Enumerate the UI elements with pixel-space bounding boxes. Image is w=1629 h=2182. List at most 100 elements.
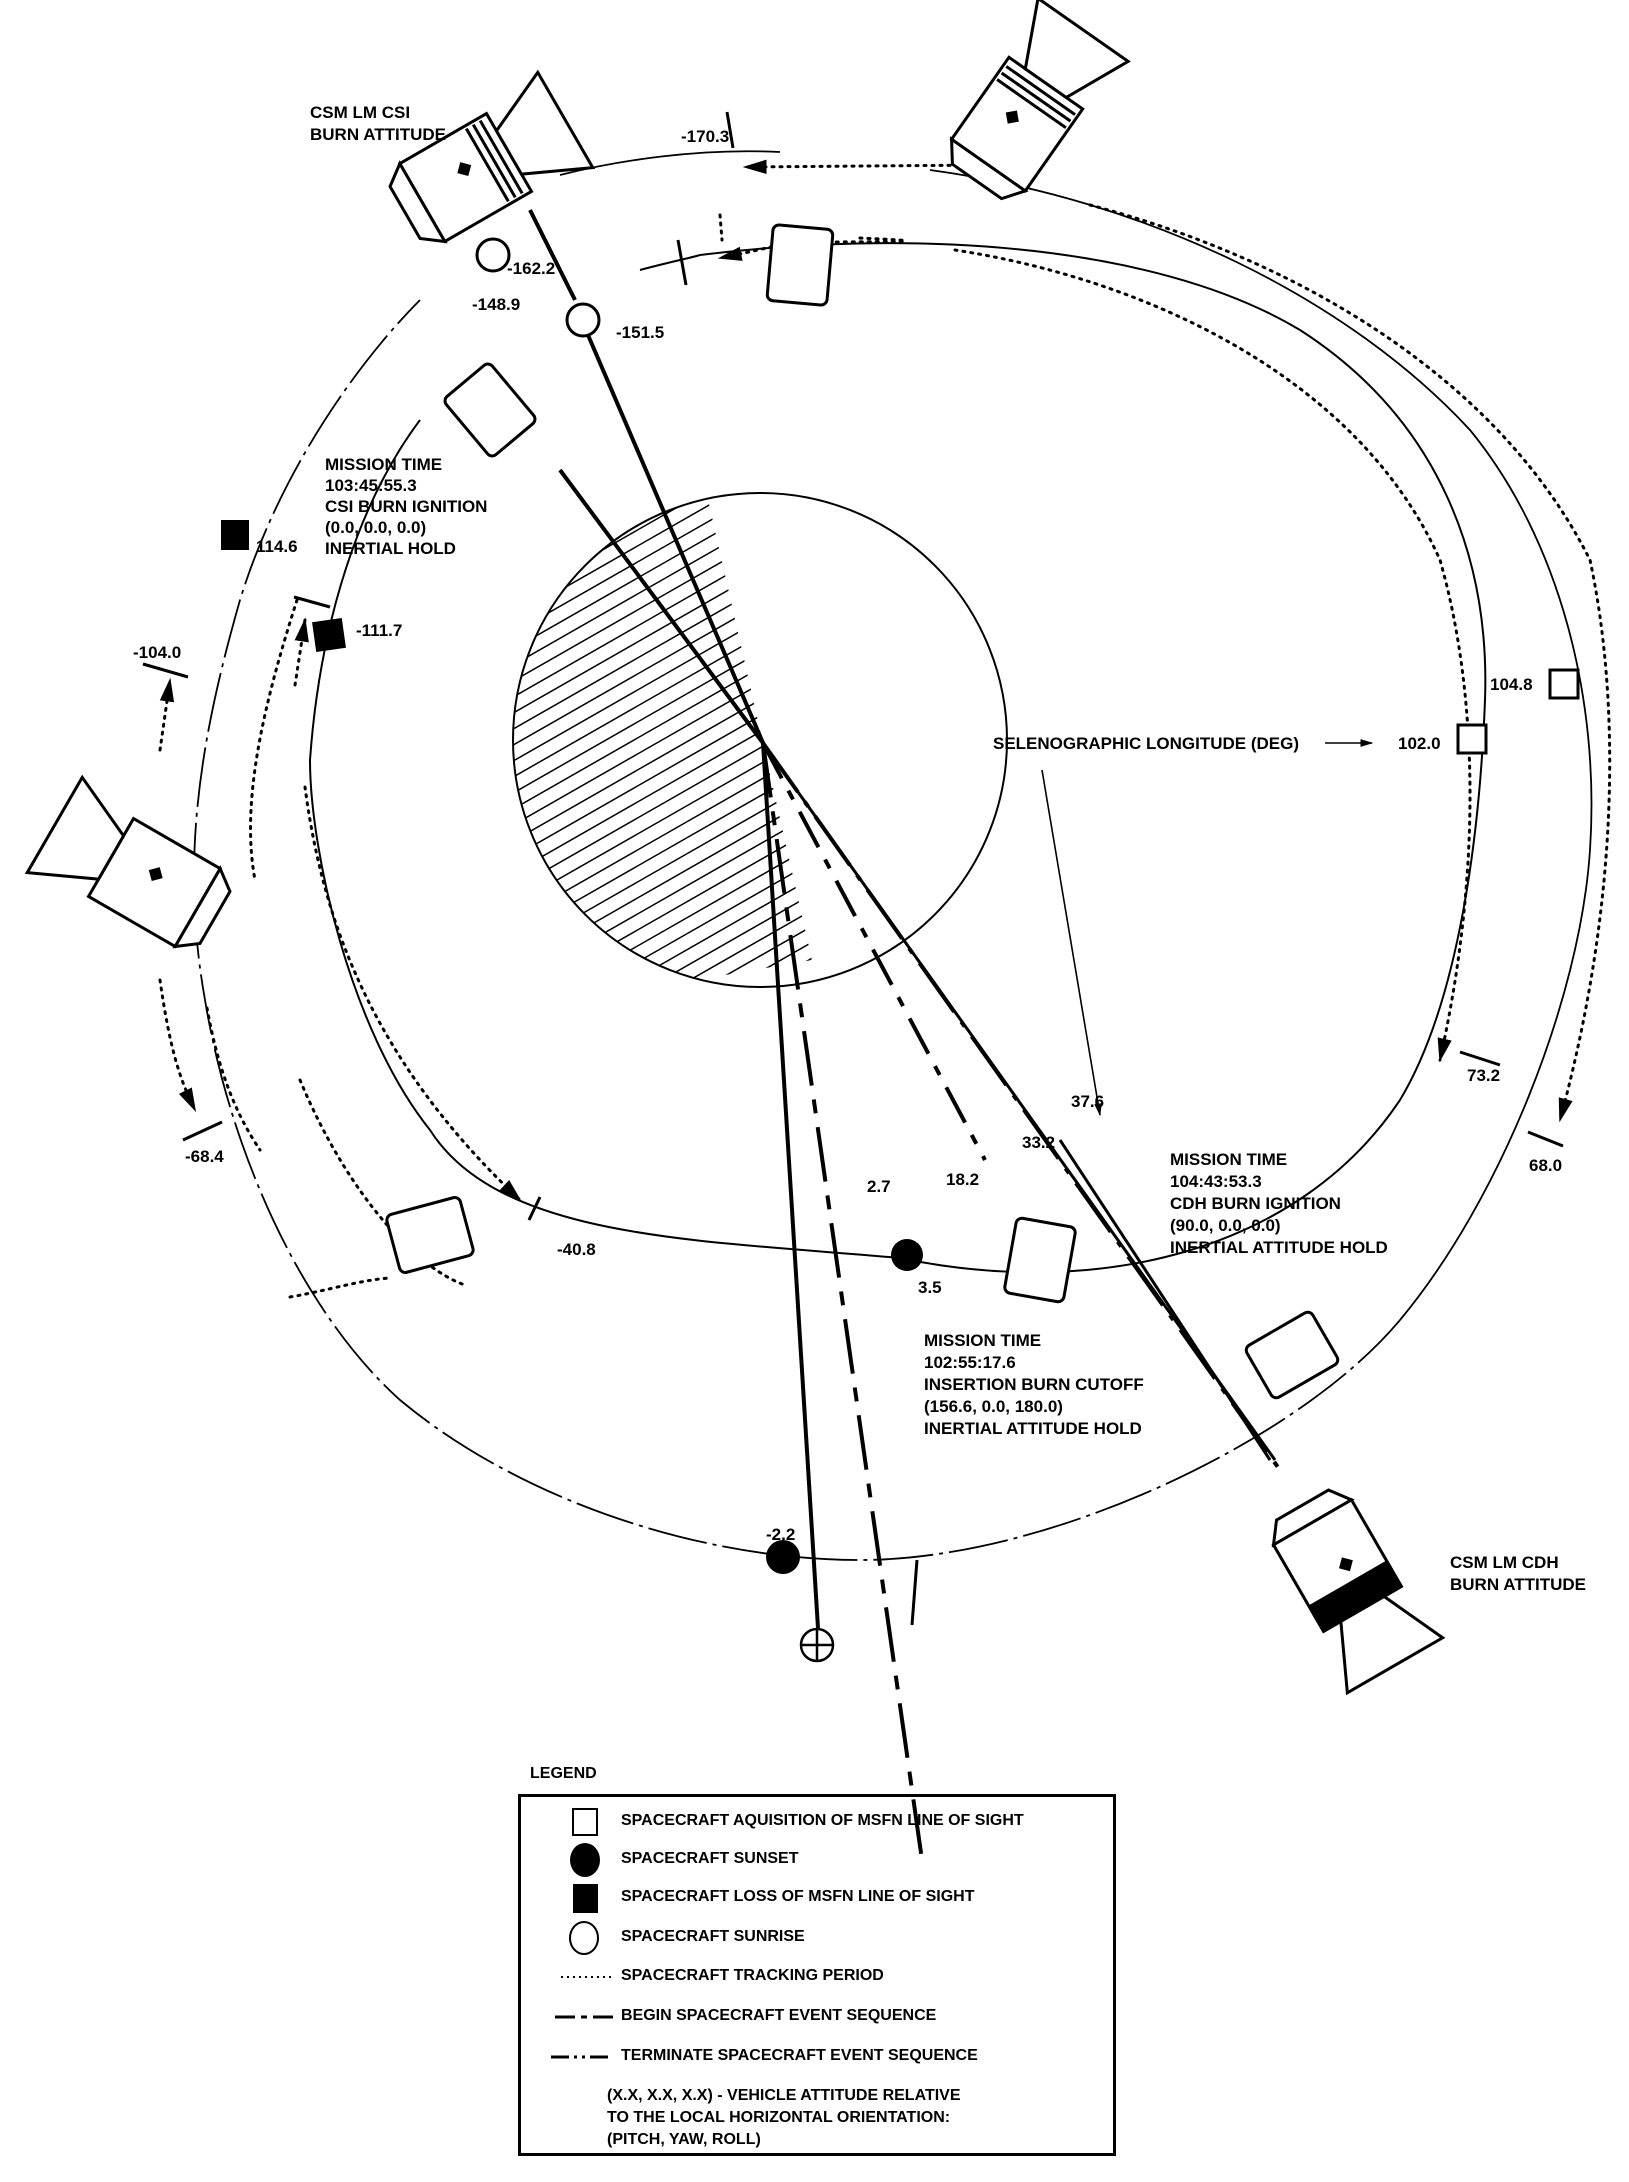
hatch-line xyxy=(513,827,812,987)
los-marker-csm xyxy=(221,520,249,550)
axis-label: SELENOGRAPHIC LONGITUDE (DEG) xyxy=(993,734,1299,753)
longitude-label: -68.4 xyxy=(185,1147,224,1166)
dash-dot-line-icon xyxy=(551,2055,613,2059)
longitude-label: -2.2 xyxy=(766,1525,795,1544)
open-circle-icon xyxy=(569,1921,599,1955)
hatch-line xyxy=(480,1100,900,1340)
csi-title-line1: CSM LM CSI xyxy=(310,103,410,122)
hatch-line xyxy=(513,493,812,525)
legend-item-label: TERMINATE SPACECRAFT EVENT SEQUENCE xyxy=(621,2047,978,2064)
legend-item: BEGIN SPACECRAFT EVENT SEQUENCE xyxy=(521,2000,1113,2034)
hatch-line xyxy=(513,731,812,973)
legend-item: SPACECRAFT AQUISITION OF MSFN LINE OF SI… xyxy=(521,1805,1113,1839)
event-markers xyxy=(221,237,1580,1663)
hatch-line xyxy=(480,172,900,412)
hatch-line xyxy=(480,252,900,492)
legend-item: SPACECRAFT SUNRISE xyxy=(521,1921,1113,1955)
begin-sequence-line xyxy=(761,742,924,1861)
hatch-line xyxy=(480,1260,900,1500)
csm-icon-left xyxy=(24,774,232,949)
hatch-line xyxy=(513,667,812,909)
sunset-marker-lm xyxy=(891,1239,923,1271)
legend-item-label: SPACECRAFT SUNRISE xyxy=(621,1928,805,1945)
longitude-label: -148.9 xyxy=(472,295,520,314)
aos-marker-lm xyxy=(1456,723,1488,755)
cdh-annotation-line: CDH BURN IGNITION xyxy=(1170,1194,1341,1213)
insertion-annotation-line: INSERTION BURN CUTOFF xyxy=(924,1375,1144,1394)
sunset-marker-csm xyxy=(766,1540,800,1574)
longitude-label: 73.2 xyxy=(1467,1066,1500,1085)
hatch-line xyxy=(513,795,812,987)
legend-note-line: TO THE LOCAL HORIZONTAL ORIENTATION: xyxy=(607,2109,951,2126)
legend-note-line: (X.X, X.X, X.X) - VEHICLE ATTITUDE RELAT… xyxy=(607,2087,961,2104)
hatch-line xyxy=(480,1292,900,1532)
hatch-line xyxy=(480,1276,900,1516)
longitude-label: 114.6 xyxy=(256,537,298,556)
hatch-line xyxy=(513,971,812,987)
hatch-line xyxy=(513,493,812,557)
hatch-line xyxy=(480,988,900,1228)
csm-icon-csi xyxy=(388,69,596,244)
hatch-line xyxy=(513,493,812,733)
cdh-title-line2: BURN ATTITUDE xyxy=(1450,1575,1586,1594)
open-square-icon xyxy=(572,1808,598,1836)
hatch-line xyxy=(480,1324,900,1564)
csi-annotation-line: INERTIAL HOLD xyxy=(325,539,456,558)
dotted-line-icon xyxy=(561,1976,611,1978)
hatch-line xyxy=(513,539,812,781)
hatch-line xyxy=(513,493,812,621)
legend-title: LEGEND xyxy=(530,1765,597,1782)
longitude-label: -104.0 xyxy=(133,643,181,662)
hatch-line xyxy=(480,220,900,460)
hatch-line xyxy=(513,843,812,987)
csm-orbit xyxy=(193,150,1593,1561)
csi-annotation-line: 103:45:55.3 xyxy=(325,476,417,495)
lm-icon xyxy=(385,223,1340,1400)
cdh-annotation-line: MISSION TIME xyxy=(1170,1150,1287,1169)
longitude-label: 18.2 xyxy=(946,1170,979,1189)
hatch-line xyxy=(513,683,812,925)
hatch-line xyxy=(513,493,812,589)
legend-item: SPACECRAFT LOSS OF MSFN LINE OF SIGHT xyxy=(521,1881,1113,1915)
aos-marker-csm xyxy=(1548,668,1580,700)
insertion-annotation-line: 102:55:17.6 xyxy=(924,1353,1016,1372)
legend-item-label: BEGIN SPACECRAFT EVENT SEQUENCE xyxy=(621,2007,937,2024)
legend-item-label: SPACECRAFT SUNSET xyxy=(621,1850,799,1867)
hatch-line xyxy=(480,1244,900,1484)
hatch-line xyxy=(513,651,812,893)
hatch-line xyxy=(513,955,812,987)
csi-line-lm xyxy=(558,468,765,745)
legend-item: SPACECRAFT SUNSET xyxy=(521,1843,1113,1877)
hatch-line xyxy=(513,493,812,685)
longitude-label: -40.8 xyxy=(557,1240,596,1259)
csi-title-line2: BURN ATTITUDE xyxy=(310,125,446,144)
insertion-annotation-line: (156.6, 0.0, 180.0) xyxy=(924,1397,1063,1416)
earth-direction-icon xyxy=(799,1627,835,1663)
hatch-line xyxy=(480,0,900,12)
filled-circle-icon xyxy=(570,1843,600,1877)
hatch-line xyxy=(513,875,812,987)
sunrise-marker-lm xyxy=(565,302,601,338)
hatch-line xyxy=(513,555,812,797)
longitude-label: -162.2 xyxy=(507,259,555,278)
hatch-line xyxy=(513,571,812,813)
longitude-label: 102.0 xyxy=(1398,734,1441,753)
legend-note: (X.X, X.X, X.X) - VEHICLE ATTITUDE RELAT… xyxy=(607,2085,961,2151)
longitude-label: 37.6 xyxy=(1071,1092,1104,1111)
hatch-line xyxy=(513,635,812,877)
longitude-label: 104.8 xyxy=(1490,675,1533,694)
hatch-line xyxy=(513,493,812,637)
csm-icon-cdh xyxy=(1271,1488,1446,1696)
hatch-line xyxy=(513,507,812,749)
event-ticks xyxy=(142,111,1564,1626)
labels: CSM LM CSI BURN ATTITUDE CSM LM CDH BURN… xyxy=(133,103,1586,1594)
legend: SPACECRAFT AQUISITION OF MSFN LINE OF SI… xyxy=(518,1794,1116,2156)
csi-annotation-line: MISSION TIME xyxy=(325,455,442,474)
hatch-line xyxy=(513,859,812,987)
hatch-line xyxy=(480,1164,900,1404)
legend-item: TERMINATE SPACECRAFT EVENT SEQUENCE xyxy=(521,2040,1113,2074)
hatch-line xyxy=(513,715,812,957)
hatch-line xyxy=(480,1196,900,1436)
hatch-line xyxy=(513,493,812,653)
csi-annotation-line: (0.0, 0.0, 0.0) xyxy=(325,518,426,537)
